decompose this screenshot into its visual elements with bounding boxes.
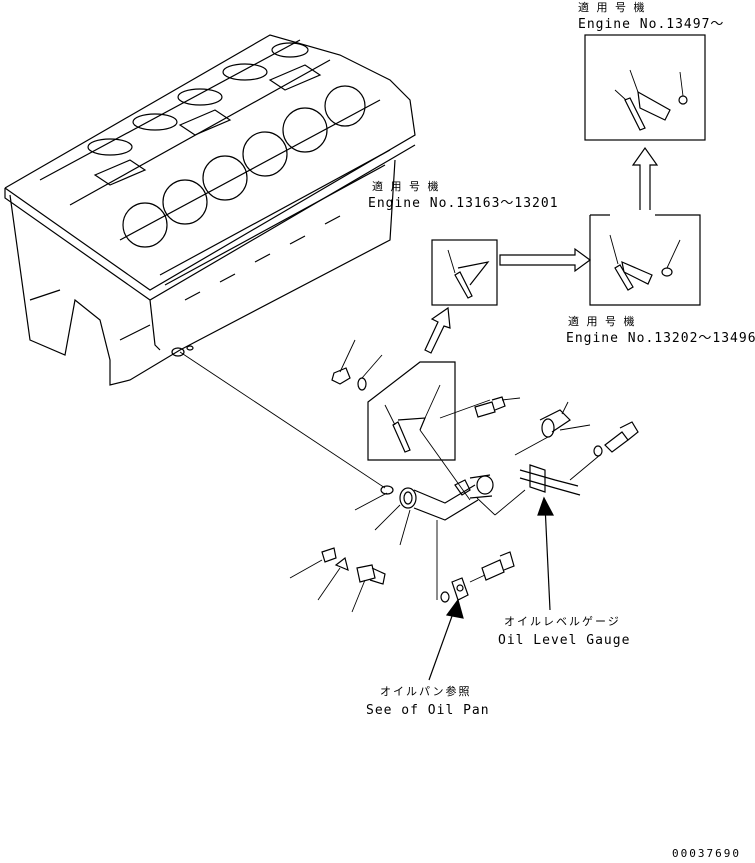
arrow-oil-gauge bbox=[537, 496, 554, 611]
arrow-right bbox=[499, 247, 592, 273]
bolts-bottom bbox=[440, 551, 515, 603]
arrow-oil-pan bbox=[428, 598, 464, 681]
arrow-up-right bbox=[631, 146, 659, 210]
top-variant-en-label: Engine No.13497～ bbox=[578, 17, 725, 32]
top-variant-jp-label: 適 用 号 機 bbox=[578, 1, 647, 14]
arrow-up-left bbox=[424, 306, 451, 354]
oil-pan-jp-label: オイルパン参照 bbox=[380, 685, 472, 698]
oring-bolts-left bbox=[289, 485, 411, 613]
drawing-number: 00037690 bbox=[672, 847, 741, 860]
variant-box-13163 bbox=[431, 239, 498, 306]
engine-block bbox=[4, 34, 416, 386]
variant-box-13497 bbox=[584, 34, 706, 141]
right-variant-jp-label: 適 用 号 機 bbox=[568, 315, 637, 328]
oil-tube-assembly bbox=[399, 401, 639, 600]
bracket-callout bbox=[331, 339, 521, 461]
oil-level-gauge-jp-label: オイルレベルゲージ bbox=[504, 615, 621, 628]
oil-level-gauge-en-label: Oil Level Gauge bbox=[498, 633, 631, 648]
oil-pan-en-label: See of Oil Pan bbox=[366, 703, 490, 718]
mid-variant-en-label: Engine No.13163～13201 bbox=[368, 196, 559, 211]
right-variant-en-label: Engine No.13202～13496 bbox=[566, 331, 755, 346]
mid-variant-jp-label: 適 用 号 機 bbox=[372, 180, 441, 193]
variant-box-13202 bbox=[589, 214, 701, 306]
